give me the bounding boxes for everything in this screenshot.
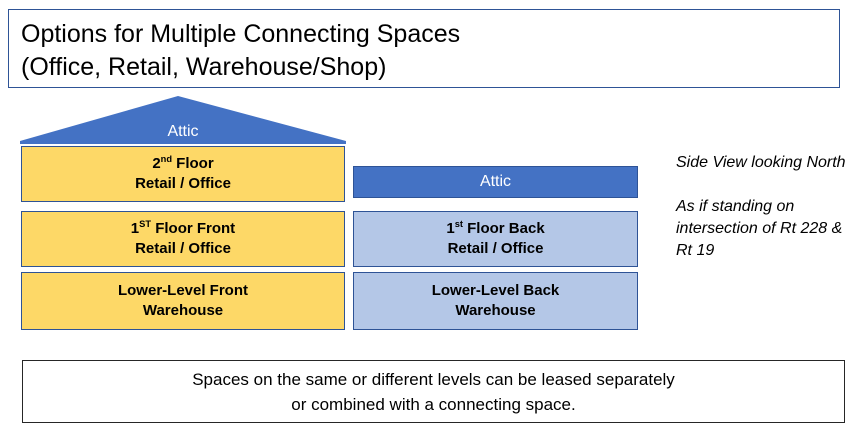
- space-block-line-1: Lower-Level Front: [117, 282, 248, 299]
- space-block-first-floor-back[interactable]: 1st Floor Back Retail / Office: [353, 211, 638, 267]
- attic-roof-shape: Attic: [20, 96, 346, 144]
- space-block-line-1: 2nd Floor: [152, 154, 214, 172]
- page-title-line-2: (Office, Retail, Warehouse/Shop): [21, 53, 387, 81]
- space-block-lower-level-front[interactable]: Lower-Level Front Warehouse: [21, 272, 345, 330]
- space-block-line-1: Attic: [479, 173, 512, 190]
- caption-box: Spaces on the same or different levels c…: [22, 360, 845, 423]
- roof-triangle-icon: [20, 96, 346, 144]
- side-notes: Side View looking North As if standing o…: [676, 152, 861, 262]
- space-block-line-2: Warehouse: [455, 302, 536, 319]
- space-block-attic-back[interactable]: Attic: [353, 166, 638, 198]
- space-block-line-1: Lower-Level Back: [431, 282, 560, 299]
- space-block-lower-level-back[interactable]: Lower-Level Back Warehouse: [353, 272, 638, 330]
- side-note-location: As if standing on intersection of Rt 228…: [676, 198, 843, 259]
- space-block-line-2: Retail / Office: [135, 175, 231, 192]
- caption-line-2: or combined with a connecting space.: [291, 394, 576, 414]
- side-note-orientation: Side View looking North: [676, 154, 846, 171]
- space-block-line-2: Warehouse: [142, 302, 224, 319]
- page-title-line-1: Options for Multiple Connecting Spaces: [21, 20, 461, 48]
- space-block-first-floor-front[interactable]: 1ST Floor Front Retail / Office: [21, 211, 345, 267]
- space-block-line-2: Retail / Office: [135, 240, 231, 257]
- space-block-line-1: 1st Floor Back: [446, 219, 545, 237]
- attic-roof-label: Attic: [167, 123, 199, 140]
- space-block-line-1: 1ST Floor Front: [130, 219, 236, 237]
- space-block-line-2: Retail / Office: [447, 240, 544, 257]
- title-box: Options for Multiple Connecting Spaces (…: [8, 9, 840, 88]
- space-block-second-floor-front[interactable]: 2nd Floor Retail / Office: [21, 146, 345, 202]
- caption-line-1: Spaces on the same or different levels c…: [192, 369, 675, 389]
